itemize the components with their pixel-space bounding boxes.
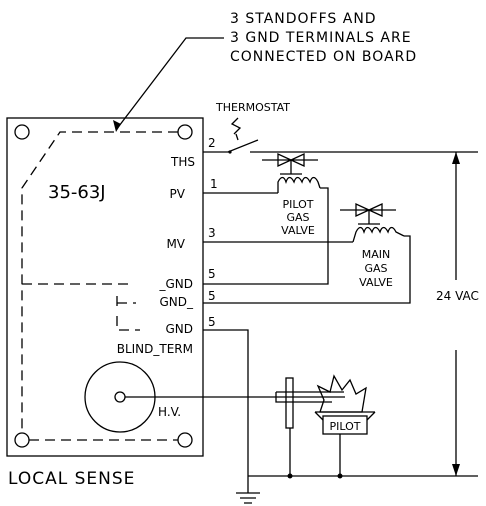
pilot-flame (316, 374, 367, 413)
gnd2-internal-trace (116, 296, 136, 310)
mv-return-wire (203, 235, 411, 304)
note-arrow-head (113, 120, 121, 132)
voltage-label: 24 VAC (436, 289, 479, 303)
board-outline (6, 117, 204, 457)
thermostat-switch (203, 133, 259, 153)
main-valve-line-3: VALVE (359, 276, 393, 289)
earth-ground-symbol (236, 476, 260, 504)
standoff-bottom-right (177, 432, 193, 448)
main-valve-symbol (340, 202, 396, 225)
gnd3-wire (203, 329, 249, 476)
gnd3-internal-trace (116, 316, 140, 331)
pilot-burner (322, 415, 368, 435)
control-board: 35-63J THS PV MV _GND GND_ GND BLIND_TER… (6, 117, 204, 489)
terminal-hv-label: H.V. (158, 405, 181, 419)
wire-number-ths: 2 (208, 136, 216, 150)
pilot-burner-flare (314, 411, 376, 421)
main-gas-valve: MAIN GAS VALVE (340, 202, 405, 289)
flame-rod-bracket (285, 377, 294, 429)
terminal-gnd1-label: _GND (158, 277, 193, 291)
wire-number-gnd2: 5 (208, 289, 216, 303)
pilot-valve-symbol (262, 152, 318, 175)
standoff-top-right (177, 124, 193, 140)
earth-ground (236, 476, 260, 504)
main-valve-line-2: GAS (364, 262, 387, 275)
hv-terminal-pin (114, 391, 126, 403)
thermostat-symbol (230, 117, 242, 135)
note-line-2: 3 GND TERMINALS ARE (230, 30, 412, 46)
flame-rod (275, 391, 344, 403)
pilot-burner-label: PILOT (330, 420, 361, 433)
wire-number-gnd3: 5 (208, 315, 216, 329)
main-valve-coil (352, 226, 405, 243)
terminal-mv-label: MV (166, 237, 185, 251)
note-leader-line (115, 37, 224, 131)
terminal-pv-label: PV (170, 187, 186, 201)
wire-number-mv: 3 (208, 226, 216, 240)
junction-common-b (337, 473, 343, 479)
pilot-valve-coil (277, 176, 321, 193)
ignition-assembly: PILOT (125, 374, 376, 479)
board-note: 3 STANDOFFS AND 3 GND TERMINALS ARE CONN… (113, 11, 417, 132)
terminal-gnd3-label: GND (165, 322, 193, 336)
terminal-ths-label: THS (170, 155, 195, 169)
wire-number-pv: 1 (210, 177, 218, 191)
voltage-arrow-top (452, 152, 460, 164)
thermostat-contact (228, 150, 232, 154)
pilot-gas-valve: PILOT GAS VALVE (262, 152, 321, 237)
board-model-label: 35-63J (48, 182, 106, 203)
supply-voltage: 24 VAC (436, 152, 479, 476)
voltage-arrow-bottom (452, 464, 460, 476)
standoff-top-left (14, 124, 30, 140)
note-line-3: CONNECTED ON BOARD (230, 49, 417, 65)
thermostat: THERMOSTAT (203, 101, 290, 154)
standoff-bottom-left (14, 432, 30, 448)
pilot-valve-line-1: PILOT (283, 198, 314, 211)
terminal-gnd2-label: GND_ (159, 295, 194, 309)
wire-number-gnd1: 5 (208, 267, 216, 281)
junction-common-a (287, 473, 293, 479)
note-line-1: 3 STANDOFFS AND (230, 11, 377, 27)
pv-return-wire (203, 187, 329, 285)
pilot-valve-line-2: GAS (286, 211, 309, 224)
pilot-valve-line-3: VALVE (281, 224, 315, 237)
ground-bus-trace (21, 131, 178, 441)
board-footer-label: LOCAL SENSE (8, 469, 135, 489)
terminal-blind-label: BLIND_TERM (117, 342, 193, 356)
pilot-ground-wires (289, 428, 341, 476)
main-valve-line-1: MAIN (362, 248, 391, 261)
thermostat-label: THERMOSTAT (215, 101, 290, 114)
